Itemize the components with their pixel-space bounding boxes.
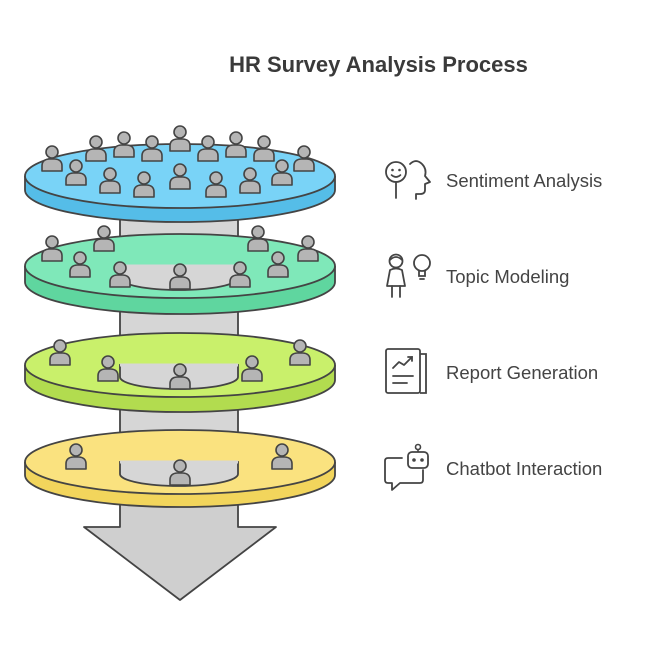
stage-label-report-generation: Report Generation: [446, 362, 599, 383]
chatbot-icon: [384, 443, 429, 491]
person-lightbulb-icon: [386, 253, 431, 298]
flow-arrow: [83, 491, 277, 601]
report-chart-icon: [385, 348, 427, 394]
head-profile-icon: [385, 160, 431, 200]
diagram-title: HR Survey Analysis Process: [229, 52, 528, 77]
stage-label-sentiment-analysis: Sentiment Analysis: [446, 170, 603, 191]
stage-label-topic-modeling: Topic Modeling: [446, 266, 570, 287]
stage-label-chatbot-interaction: Chatbot Interaction: [446, 458, 603, 479]
